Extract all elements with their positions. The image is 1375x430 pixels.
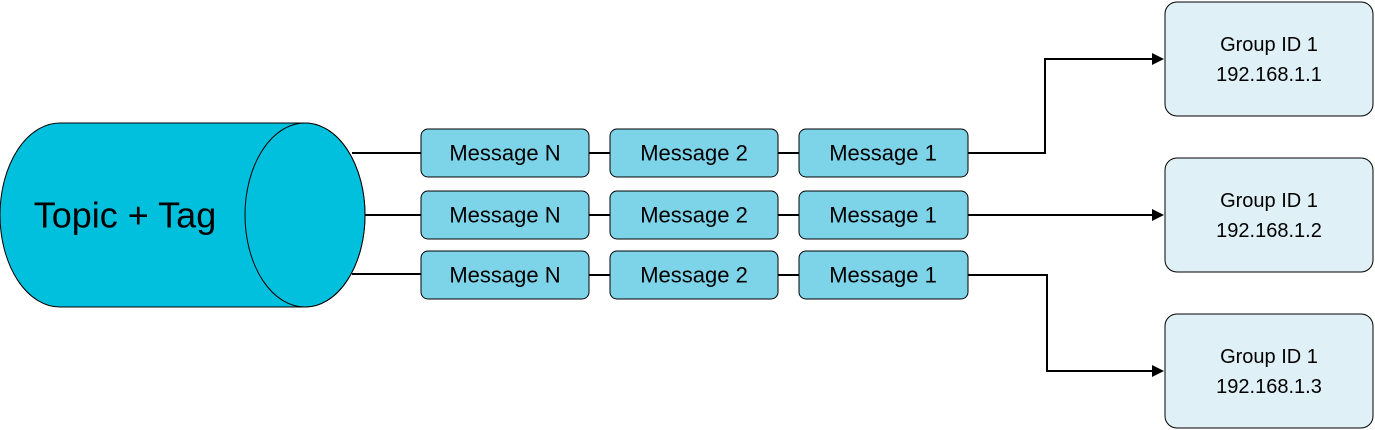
message-box: [420, 128, 590, 178]
message-label: Message 2: [640, 263, 748, 288]
message-label: Message 1: [829, 203, 937, 228]
arrow-to-group-1: [968, 53, 1164, 154]
arrow-to-group-3: [968, 274, 1164, 377]
group-ip: 192.168.1.2: [1216, 220, 1322, 242]
message-box: [420, 190, 590, 240]
consumer-group-1: Group ID 1 192.168.1.1: [1164, 1, 1374, 117]
group-box: [1164, 157, 1374, 273]
queue-row-2: Message N Message 2 Message 1: [420, 190, 969, 240]
message-label: Message N: [449, 263, 560, 288]
consumer-group-3: Group ID 1 192.168.1.3: [1164, 313, 1374, 429]
message-label: Message 2: [640, 203, 748, 228]
group-name: Group ID 1: [1220, 346, 1318, 368]
group-name: Group ID 1: [1220, 190, 1318, 212]
group-ip: 192.168.1.1: [1216, 64, 1322, 86]
group-box: [1164, 1, 1374, 117]
message-label: Message 1: [829, 141, 937, 166]
message-label: Message N: [449, 141, 560, 166]
topic-label: Topic + Tag: [34, 195, 216, 236]
message-box: [420, 250, 590, 300]
topic-cylinder-cap: [244, 122, 366, 308]
group-name: Group ID 1: [1220, 34, 1318, 56]
queue-row-3: Message N Message 2 Message 1: [420, 250, 969, 300]
consumer-group-2: Group ID 1 192.168.1.2: [1164, 157, 1374, 273]
group-ip: 192.168.1.3: [1216, 376, 1322, 398]
message-label: Message N: [449, 203, 560, 228]
message-box: [609, 250, 779, 300]
message-box: [609, 128, 779, 178]
message-label: Message 2: [640, 141, 748, 166]
topic-cylinder: Topic + Tag: [0, 122, 366, 308]
queue-row-1: Message N Message 2 Message 1: [420, 128, 969, 178]
group-box: [1164, 313, 1374, 429]
message-box: [609, 190, 779, 240]
message-label: Message 1: [829, 263, 937, 288]
